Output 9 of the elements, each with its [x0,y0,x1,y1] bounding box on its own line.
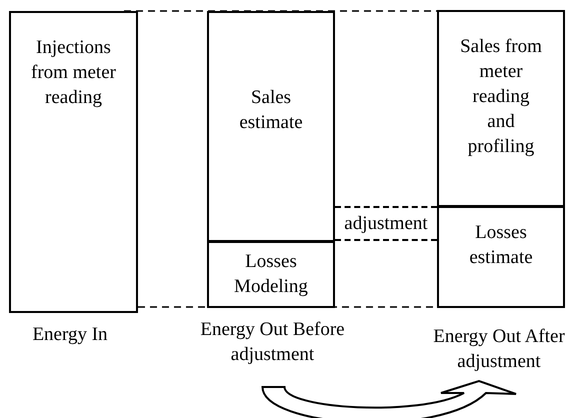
caption-text: Energy In [31,323,109,347]
process-box: Sales estimate [207,11,335,242]
process-box: Injections from meter reading [9,11,138,313]
caption-text: Energy Out After adjustment [432,325,566,374]
process-box: Sales from meter reading and profiling [437,10,565,207]
process-box: Losses Modeling [207,241,335,308]
caption-text: Energy Out Before adjustment [199,318,346,367]
curved-arrow [262,380,517,418]
process-box: Losses estimate [437,206,565,308]
